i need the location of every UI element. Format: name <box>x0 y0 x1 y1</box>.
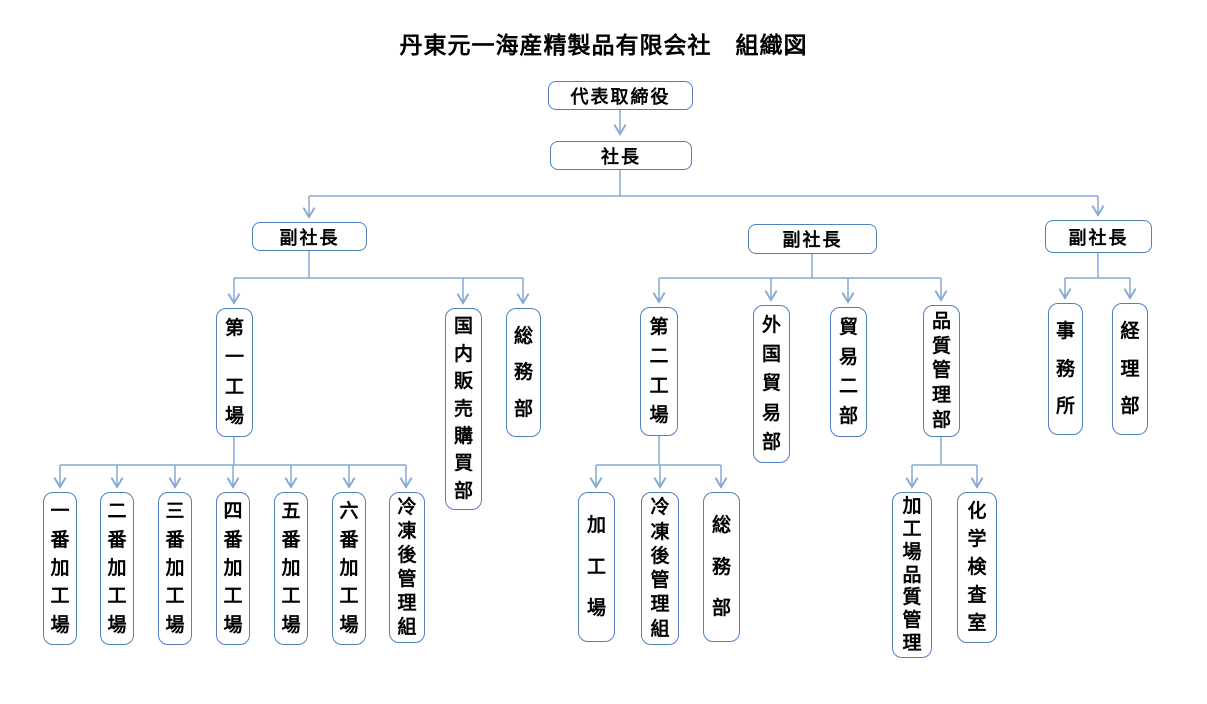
org-node-president: 社長 <box>550 141 692 170</box>
org-node-plant-2: 二番加工場 <box>100 492 134 645</box>
org-node-plant-6: 六番加工場 <box>332 492 366 645</box>
org-node-quality-control: 品質管理部 <box>923 305 960 437</box>
org-node-chemical-lab: 化学検査室 <box>957 492 997 643</box>
page-title: 丹東元一海産精製品有限会社 組織図 <box>399 33 808 58</box>
org-node-plant-3: 三番加工場 <box>158 492 192 645</box>
org-node-plant-5: 五番加工場 <box>274 492 308 645</box>
org-node-general-affairs-1: 総務部 <box>506 308 541 437</box>
org-node-vp-2: 副社長 <box>748 224 877 254</box>
org-node-domestic-sales: 国内販売購買部 <box>445 308 482 510</box>
org-node-accounting: 経理部 <box>1112 303 1148 435</box>
org-node-general-affairs-2: 総務部 <box>703 492 740 642</box>
org-node-vp-3: 副社長 <box>1045 220 1152 253</box>
org-node-trade-2: 貿易二部 <box>830 307 867 437</box>
org-node-foreign-trade: 外国貿易部 <box>753 305 790 463</box>
org-node-factory-2: 第二工場 <box>640 307 678 436</box>
org-node-ceo: 代表取締役 <box>548 81 693 110</box>
org-node-plant-4: 四番加工場 <box>216 492 250 645</box>
org-node-vp-1: 副社長 <box>252 222 367 251</box>
org-node-processing-plant: 加工場 <box>578 492 615 642</box>
org-node-plant-1: 一番加工場 <box>43 492 77 645</box>
org-node-post-freezing-1: 冷凍後管理組 <box>389 492 425 643</box>
org-node-office: 事務所 <box>1048 303 1083 435</box>
org-node-factory-1: 第一工場 <box>216 308 253 437</box>
org-node-plant-quality: 加工場品質管理 <box>892 492 932 658</box>
org-node-post-freezing-2: 冷凍後管理組 <box>641 492 679 645</box>
